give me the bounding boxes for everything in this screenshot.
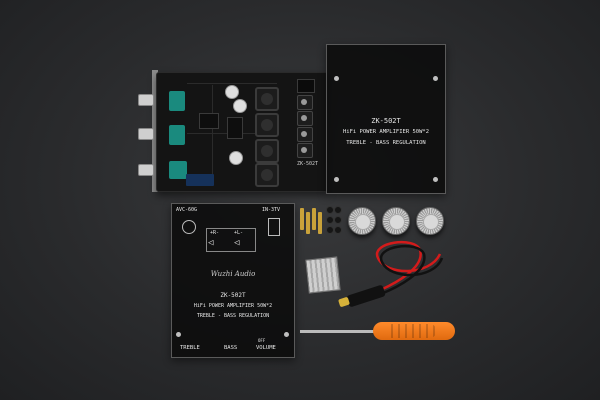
inductor xyxy=(255,139,279,163)
mount-hole xyxy=(176,332,181,337)
brass-standoff xyxy=(312,208,316,230)
nut xyxy=(334,206,342,214)
mount-hole xyxy=(433,76,438,81)
acrylic-top-panel: ZK-502T HiFi POWER AMPLIFIER 50W*2 TREBL… xyxy=(326,44,446,194)
mount-hole xyxy=(334,177,339,182)
input-label: IN-3TV xyxy=(262,207,281,213)
panel-model: ZK-502T xyxy=(371,117,401,125)
acrylic-back-panel: AVC-60G IN-3TV +R- +L- ◁ ◁ Wuzhi Audio Z… xyxy=(171,203,295,358)
bass-label: BASS xyxy=(224,345,238,351)
knob-shaft xyxy=(138,94,154,106)
nut xyxy=(334,216,342,224)
capacitor xyxy=(225,85,239,99)
brass-standoff xyxy=(318,212,322,234)
power-label: AVC-60G xyxy=(176,207,198,213)
knob-shaft xyxy=(138,164,154,176)
nut xyxy=(334,226,342,234)
speaker-terminal xyxy=(297,127,313,142)
brass-standoff xyxy=(306,212,310,234)
volume-knob xyxy=(416,207,444,235)
panel-title: HiFi POWER AMPLIFIER 50W*2 xyxy=(193,303,273,309)
volume-off-label: OFF xyxy=(258,338,266,343)
capacitor xyxy=(229,151,243,165)
amp-chip xyxy=(199,113,219,129)
mount-hole xyxy=(334,76,339,81)
inductor xyxy=(255,163,279,187)
volume-knob xyxy=(382,207,410,235)
potentiometer-bass xyxy=(169,125,185,145)
dsp-chip xyxy=(227,117,243,139)
speaker-output-outline xyxy=(206,228,256,252)
output-right-label: +R- xyxy=(210,230,220,236)
potentiometer-volume xyxy=(169,161,187,179)
potentiometer-treble xyxy=(169,91,185,111)
speaker-icon: ◁ xyxy=(234,238,240,248)
panel-subtitle: TREBLE - BASS REGULATION xyxy=(196,313,270,319)
amplifier-pcb: ZK-502T xyxy=(156,72,328,192)
speaker-terminal xyxy=(297,111,313,126)
speaker-terminal xyxy=(297,95,313,110)
panel-subtitle: TREBLE - BASS REGULATION xyxy=(346,140,426,146)
metal-bracket xyxy=(152,70,158,192)
volume-knob xyxy=(348,207,376,235)
speaker-icon: ◁ xyxy=(208,238,214,248)
mount-hole xyxy=(433,177,438,182)
nut xyxy=(326,216,334,224)
nut xyxy=(326,226,334,234)
screwdriver-grip xyxy=(386,324,436,338)
capacitor xyxy=(233,99,247,113)
knob-shaft xyxy=(138,128,154,140)
volume-label: VOLUME xyxy=(256,345,276,351)
output-left-label: +L- xyxy=(234,230,244,236)
brass-standoff xyxy=(300,208,304,230)
inductor xyxy=(255,87,279,111)
panel-model: ZK-502T xyxy=(220,292,246,299)
panel-title: HiFi POWER AMPLIFIER 50W*2 xyxy=(342,129,430,135)
dc-power-cable xyxy=(359,241,444,302)
inductor xyxy=(255,113,279,137)
speaker-terminal xyxy=(297,143,313,158)
screwdriver-shaft xyxy=(300,330,375,333)
aux-input-outline xyxy=(268,218,280,236)
dc-input-jack xyxy=(297,79,315,93)
power-jack-outline xyxy=(182,220,196,234)
screwdriver-handle xyxy=(373,322,455,340)
nut xyxy=(326,206,334,214)
pcb-model-label: ZK-502T xyxy=(297,161,319,167)
treble-label: TREBLE xyxy=(180,345,200,351)
bluetooth-antenna xyxy=(186,174,214,186)
mount-hole xyxy=(284,332,289,337)
brand-logo: Wuzhi Audio xyxy=(210,270,256,278)
